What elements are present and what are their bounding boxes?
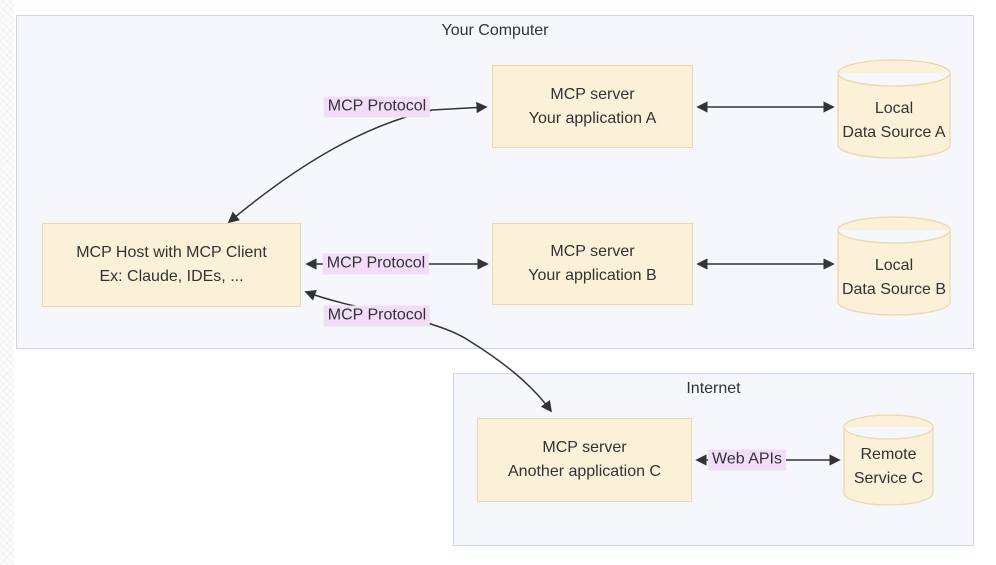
edge-label-web-apis: Web APIs <box>708 449 786 471</box>
label-data-source-a-line2: Data Source A <box>842 124 946 141</box>
label-data-source-a-line1: Local <box>874 100 914 117</box>
label-remote-service-c-line1: Remote <box>860 446 917 463</box>
cluster-internet-title: Internet <box>686 380 741 397</box>
node-mcp-server-c: MCP server Another application C <box>477 418 692 502</box>
edge-label-mcp-protocol-b: MCP Protocol <box>322 253 430 275</box>
node-mcp-server-c-line1: MCP server <box>542 439 627 456</box>
label-data-source-b: Local Data Source B <box>838 245 950 311</box>
page-edge-texture <box>0 0 14 565</box>
node-mcp-server-a-line2: Your application A <box>528 109 657 127</box>
node-mcp-host-line1: MCP Host with MCP Client <box>76 244 267 261</box>
label-remote-service-c-line2: Service C <box>853 470 924 487</box>
node-mcp-server-b-line2: Your application B <box>528 267 657 284</box>
label-data-source-b-line2: Data Source B <box>841 281 947 298</box>
node-mcp-host: MCP Host with MCP Client Ex: Claude, IDE… <box>42 223 301 307</box>
edge-label-mcp-protocol-c: MCP Protocol <box>323 305 431 327</box>
node-mcp-server-b-line1: MCP server <box>550 243 635 260</box>
edge-label-mcp-protocol-a: MCP Protocol <box>323 96 431 118</box>
node-mcp-server-c-line2: Another application C <box>508 463 661 480</box>
node-mcp-server-b: MCP server Your application B <box>492 223 693 305</box>
cluster-your-computer-title: Your Computer <box>441 22 549 39</box>
node-mcp-server-a-line1: MCP server <box>550 85 635 103</box>
label-remote-service-c: Remote Service C <box>844 437 933 497</box>
node-mcp-host-line2: Ex: Claude, IDEs, ... <box>99 268 244 285</box>
label-data-source-a: Local Data Source A <box>838 88 950 154</box>
label-data-source-b-line1: Local <box>874 257 914 274</box>
node-mcp-server-a: MCP server Your application A <box>492 65 693 148</box>
